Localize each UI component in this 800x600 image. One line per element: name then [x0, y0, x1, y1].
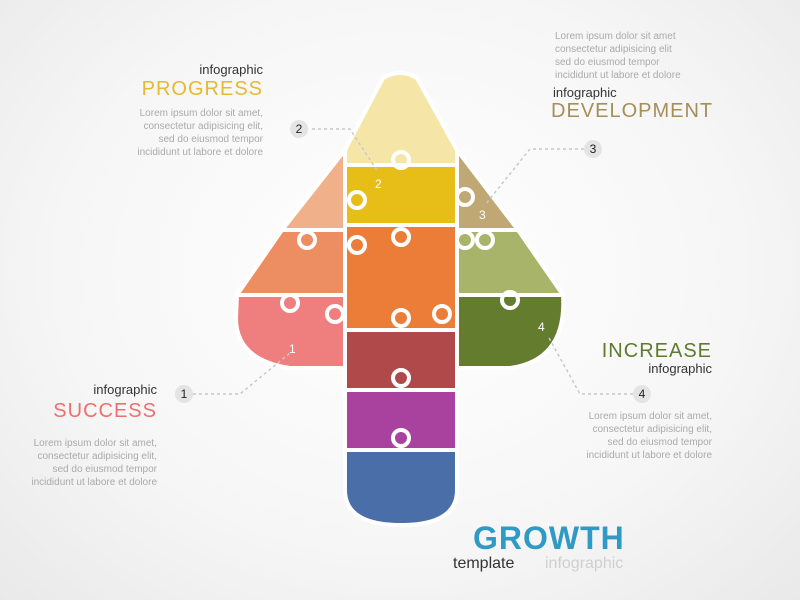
infographic-footer-label: infographic	[545, 555, 624, 572]
progress-description: Lorem ipsum dolor sit amet, consectetur …	[137, 108, 263, 158]
leader-line-success	[193, 352, 291, 395]
puzzle-knob	[391, 428, 411, 448]
leader-line-progress	[312, 128, 379, 173]
piece-number-1: 1	[289, 342, 296, 356]
puzzle-knob	[280, 293, 300, 313]
success-infographic-label: infographic	[93, 382, 157, 397]
puzzle-knob	[391, 308, 411, 328]
increase-title: INCREASE	[601, 340, 712, 362]
development-description: Lorem ipsum dolor sit amet consectetur a…	[555, 31, 681, 81]
piece-number-4: 4	[538, 320, 545, 334]
puzzle-knob	[391, 227, 411, 247]
step-number-3: 3	[584, 140, 602, 158]
success-title: SUCCESS	[53, 400, 157, 422]
puzzle-knob	[432, 304, 452, 324]
piece-number-3: 3	[479, 208, 486, 222]
puzzle-knob	[455, 187, 475, 207]
increase-infographic-label: infographic	[648, 361, 712, 376]
column-piece-red	[343, 328, 459, 392]
leader-line-increase	[547, 335, 633, 395]
development-title: DEVELOPMENT	[551, 100, 714, 122]
left-wing-top-piece	[280, 148, 347, 232]
puzzle-knob	[325, 304, 345, 324]
template-label: template	[453, 555, 515, 572]
right-wing-bottom-piece	[455, 293, 566, 370]
growth-title: GROWTH	[473, 520, 625, 556]
success-description: Lorem ipsum dolor sit amet, consectetur …	[31, 438, 157, 488]
development-infographic-label: infographic	[553, 85, 617, 100]
puzzle-knob	[475, 230, 495, 250]
piece-number-2: 2	[375, 177, 382, 191]
progress-title: PROGRESS	[141, 78, 263, 100]
step-number-4: 4	[633, 385, 651, 403]
puzzle-knob	[347, 235, 367, 255]
leader-line-development	[484, 148, 584, 206]
progress-infographic-label: infographic	[199, 62, 263, 77]
puzzle-knob	[455, 230, 475, 250]
puzzle-knob	[500, 290, 520, 310]
puzzle-knob	[297, 230, 317, 250]
step-number-2: 2	[290, 120, 308, 138]
step-number-1: 1	[175, 385, 193, 403]
left-wing-middle-piece	[235, 228, 347, 297]
left-wing-bottom-piece	[234, 293, 347, 370]
column-piece-blue	[343, 448, 459, 527]
puzzle-knob	[391, 368, 411, 388]
increase-description: Lorem ipsum dolor sit amet, consectetur …	[586, 411, 712, 461]
puzzle-knob	[347, 190, 367, 210]
column-piece-purple	[343, 388, 459, 452]
puzzle-knob	[391, 150, 411, 170]
